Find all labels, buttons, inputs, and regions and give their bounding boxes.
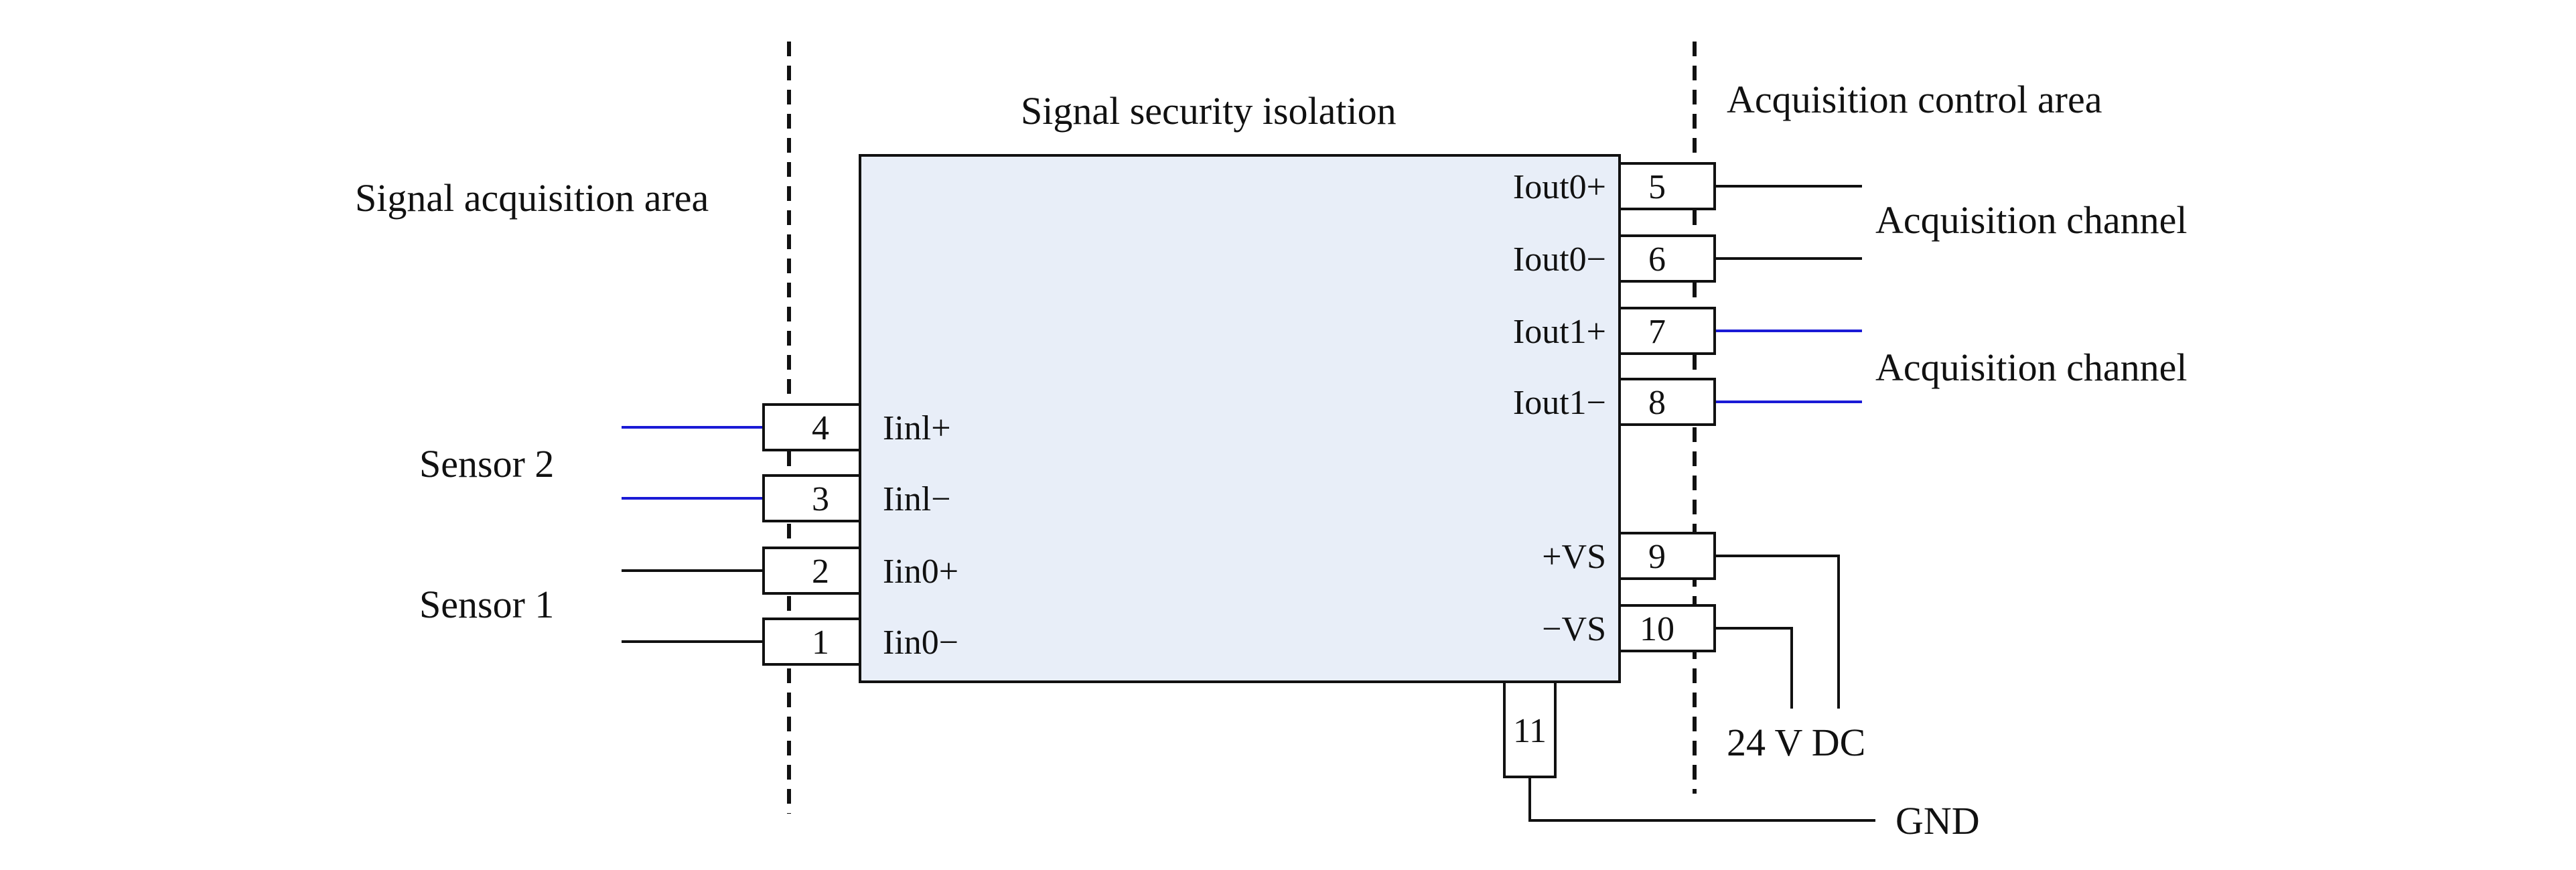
pin-4-number: 4 [812,409,829,447]
pin-1-label: Iin0− [883,624,958,662]
acquisition-channel-0-label: Acquisition channel [1875,198,2188,242]
pin-9: 9 +VS [1542,532,1716,580]
pin-11: 11 [1503,680,1557,778]
pin-8-number: 8 [1648,384,1666,422]
vs-minus-wire [1715,627,1793,709]
pin-4: 4 Iinl+ [762,403,951,451]
acquisition-control-area-label: Acquisition control area [1727,78,2102,121]
pin-4-label: Iinl+ [883,409,951,447]
pin-8-label: Iout1− [1513,384,1606,422]
pin-11-number: 11 [1513,712,1547,750]
pin-6-number: 6 [1648,240,1666,279]
pin-3-number: 3 [812,480,829,518]
pin-5-label: Iout0+ [1513,168,1606,206]
pin-5-number: 5 [1648,168,1666,206]
signal-security-isolation-label: Signal security isolation [1021,89,1397,133]
pin-9-number: 9 [1648,538,1666,576]
pin-2-number: 2 [812,553,829,591]
pin-1-number: 1 [812,624,829,662]
pin-2-label: Iin0+ [883,553,958,591]
pin-7: 7 Iout1+ [1513,307,1716,355]
pin-10-label: −VS [1542,610,1606,648]
pin-10-number: 10 [1640,610,1674,648]
isolation-module [859,154,1621,683]
sensor-2-label: Sensor 2 [419,442,554,486]
pin-8: 8 Iout1− [1513,378,1716,426]
pin-6: 6 Iout0− [1513,234,1716,283]
pin-1: 1 Iin0− [762,618,958,666]
pin-3: 3 Iinl− [762,474,951,522]
pin-7-label: Iout1+ [1513,313,1606,351]
sensor-1-label: Sensor 1 [419,583,554,626]
pin-9-label: +VS [1542,538,1606,576]
gnd-wire [1528,777,1875,822]
pin-10: 10 −VS [1542,604,1716,652]
signal-acquisition-area-label: Signal acquisition area [355,176,709,220]
pin-7-number: 7 [1648,313,1666,351]
acquisition-channel-1-label: Acquisition channel [1875,346,2188,389]
pin-5: 5 Iout0+ [1513,162,1716,210]
pin-2: 2 Iin0+ [762,547,958,595]
pin-6-label: Iout0− [1513,240,1606,279]
supply-24vdc-label: 24 V DC [1727,721,1865,764]
vs-plus-wire [1715,555,1840,709]
gnd-label: GND [1895,799,1980,843]
pin-3-label: Iinl− [883,480,951,518]
